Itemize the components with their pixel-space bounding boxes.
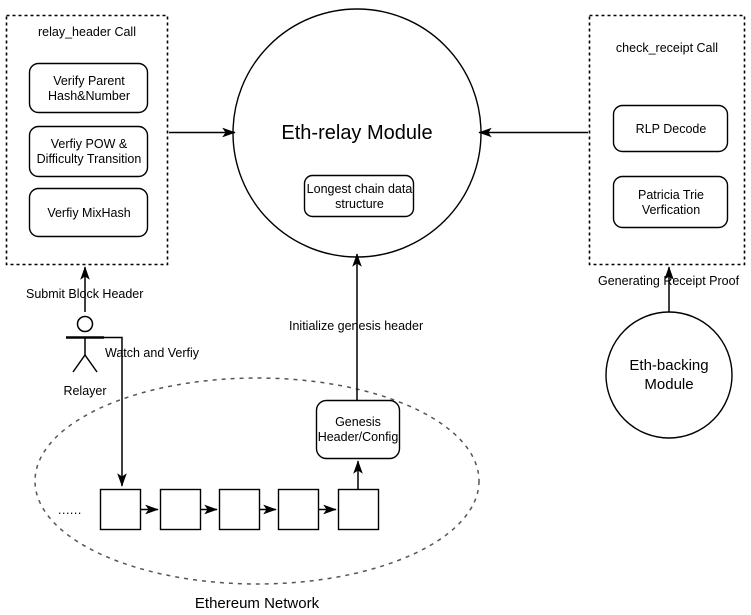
relayer-leg-right-icon bbox=[84, 354, 98, 373]
block-3[interactable] bbox=[218, 488, 261, 531]
relayer-leg-left-icon bbox=[72, 354, 86, 373]
block-1[interactable] bbox=[99, 488, 142, 531]
relay-header-panel bbox=[5, 14, 169, 266]
ethereum-network-ellipse bbox=[34, 377, 480, 585]
box-longest-chain-data-structure[interactable] bbox=[303, 174, 415, 218]
edge-label-submit-block-header: Submit Block Header bbox=[26, 287, 144, 301]
box-verify-mixhash[interactable] bbox=[28, 187, 149, 238]
relayer-label: Relayer bbox=[63, 384, 107, 398]
relay-header-panel-label: relay_header Call bbox=[38, 25, 136, 39]
box-verify-pow-difficulty[interactable] bbox=[28, 125, 149, 178]
check-receipt-panel bbox=[588, 14, 746, 266]
edge-label-generating-receipt-proof: Generating Receipt Proof bbox=[598, 274, 740, 288]
edge-label-watch-and-verify: Watch and Verfiy bbox=[105, 346, 200, 360]
box-rlp-decode[interactable] bbox=[612, 104, 729, 153]
box-verify-parent-hash-number[interactable] bbox=[28, 62, 149, 114]
chain-ellipsis: ...... bbox=[58, 503, 82, 517]
eth-backing-module-circle[interactable] bbox=[605, 311, 733, 439]
block-5[interactable] bbox=[337, 488, 380, 531]
eth-relay-module-label: Eth-relay Module bbox=[281, 122, 433, 144]
box-patricia-trie-verification[interactable] bbox=[612, 175, 729, 229]
check-receipt-panel-label: check_receipt Call bbox=[615, 41, 719, 55]
block-2[interactable] bbox=[159, 488, 202, 531]
ethereum-network-label: Ethereum Network bbox=[194, 595, 320, 612]
edge-label-initialize-genesis-header: Initialize genesis header bbox=[289, 319, 424, 333]
box-genesis-header-config[interactable] bbox=[315, 399, 401, 460]
relayer-head-icon bbox=[76, 315, 94, 333]
block-4[interactable] bbox=[277, 488, 320, 531]
arrow-watch-and-verify bbox=[104, 336, 127, 487]
